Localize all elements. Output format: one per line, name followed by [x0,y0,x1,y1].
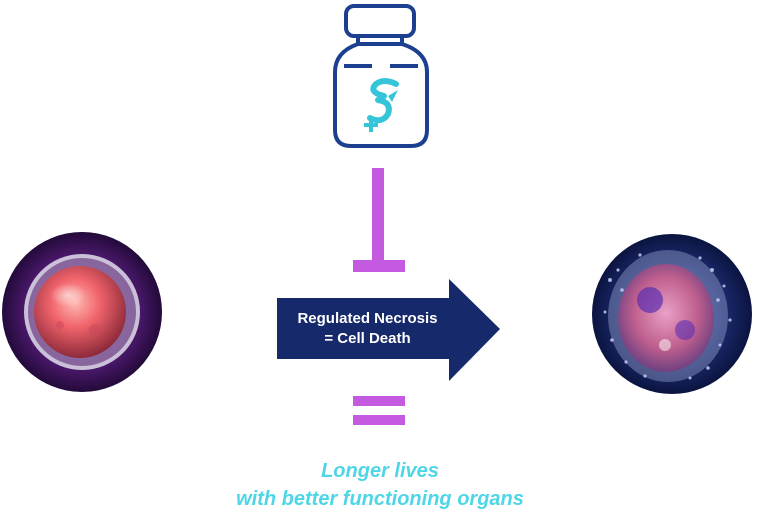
medicine-bottle-icon [333,4,429,148]
healthy-cell-image [2,232,162,392]
outcome-line1: Longer lives [321,460,439,482]
inhibition-bar-icon [353,168,405,272]
outcome-line2: with better functioning organs [236,488,524,510]
equals-sign-icon [353,396,405,425]
necrotic-cell-image [592,234,752,394]
cell-death-arrow [277,279,500,381]
arrow-label: Regulated Necrosis = Cell Death [280,309,455,349]
arrow-label-line2: = Cell Death [324,330,411,347]
bottle-logo-icon [364,78,399,132]
arrow-label-line1: Regulated Necrosis [297,310,438,327]
